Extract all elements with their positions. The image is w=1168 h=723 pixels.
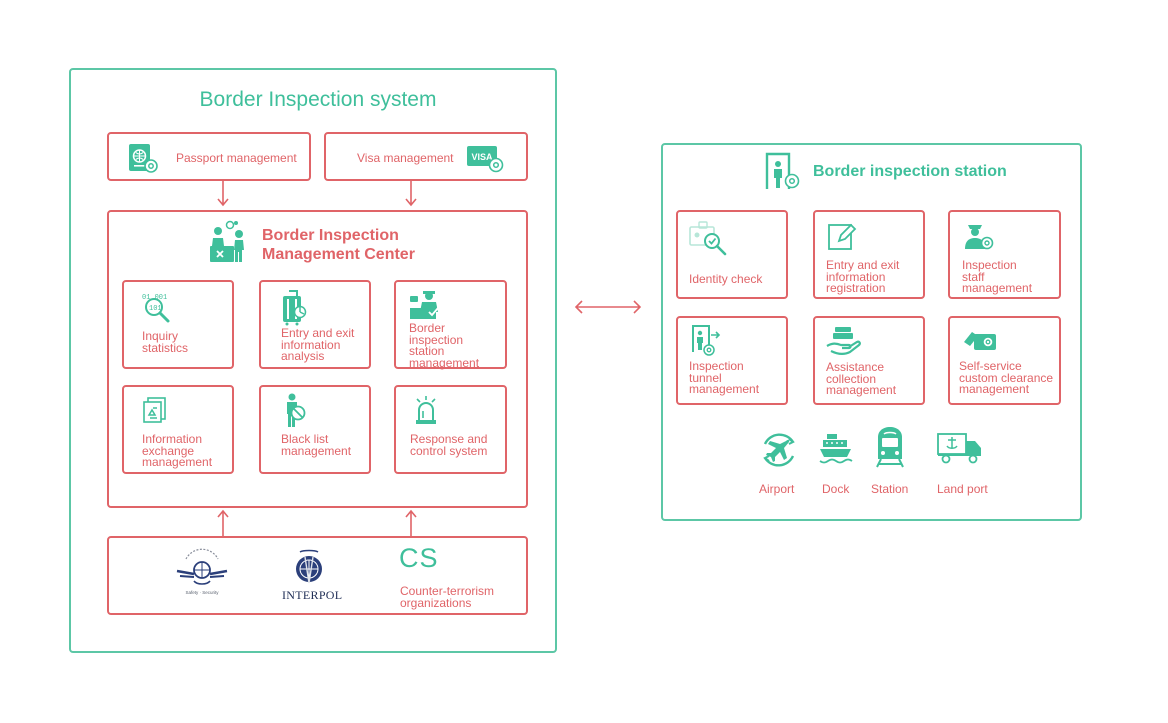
passport-gear-icon (127, 143, 159, 175)
port-label-dock: Dock (822, 482, 850, 496)
center-module-inquiry-statistics[interactable]: 01 001 101 Inquiry statistics (122, 280, 234, 369)
hand-collection-icon (826, 326, 862, 356)
icao-caption: Safety · Security (185, 590, 219, 595)
port-label-station: Station (871, 482, 909, 496)
svg-text:101: 101 (149, 305, 162, 313)
station-module-identity-check[interactable]: Identity check (676, 210, 788, 299)
station-module-assistance-collection[interactable]: Assistance collection management (813, 316, 925, 405)
id-check-icon (689, 221, 727, 256)
recycle-document-icon (142, 397, 168, 423)
center-module-label: Entry and exit information analysis (281, 326, 355, 363)
station-module-self-service-clearance[interactable]: Self-service custom clearance management (948, 316, 1061, 405)
counter-terrorism-label: Counter-terrorism organizations (400, 584, 495, 610)
luggage-icon (281, 290, 307, 326)
station-module-label: Inspection tunnel management (689, 359, 760, 396)
center-module-label: Black list management (281, 432, 352, 458)
officers-counter-icon (207, 220, 249, 265)
system-title: Border Inspection system (199, 88, 437, 111)
passport-management-label: Passport management (176, 151, 297, 165)
station-module-label: Identity check (689, 272, 763, 286)
border-inspection-station-panel (661, 143, 1082, 521)
management-center-title-line2: Management Center (262, 246, 415, 263)
blocked-person-icon (283, 393, 307, 429)
station-module-tunnel-management[interactable]: Inspection tunnel management (676, 316, 788, 405)
visa-card-gear-icon: VISA (466, 145, 504, 173)
binary-magnifier-icon: 01 001 101 (142, 292, 174, 323)
visa-badge-text: VISA (471, 152, 493, 162)
inspection-gate-icon (765, 151, 803, 191)
center-module-label: Border inspection station management (409, 321, 480, 370)
station-module-label: Self-service custom clearance management (959, 359, 1054, 396)
management-center-title-line1: Border Inspection (262, 227, 399, 244)
icao-emblem-icon: Safety · Security (176, 548, 228, 597)
edit-document-icon (828, 221, 857, 251)
interpol-label: INTERPOL (282, 588, 343, 602)
station-module-staff-management[interactable]: Inspection staff management (948, 210, 1061, 299)
center-module-label: Response and control system (410, 432, 488, 458)
station-module-label: Inspection staff management (962, 258, 1033, 295)
passport-management-box[interactable]: Passport management (107, 132, 311, 181)
management-center-title: Border Inspection Management Center (262, 226, 482, 264)
train-icon (873, 425, 907, 469)
center-module-response-control[interactable]: Response and control system (394, 385, 507, 474)
tunnel-gate-icon (691, 324, 721, 356)
staff-gear-icon (962, 221, 994, 251)
station-title: Border inspection station (813, 163, 1007, 180)
center-module-station-management[interactable]: Border inspection station management (394, 280, 507, 369)
station-module-label: Entry and exit information registration (826, 258, 900, 295)
svg-text:01 001: 01 001 (142, 294, 167, 302)
officer-desk-icon (409, 290, 441, 320)
self-service-icon (962, 326, 1000, 354)
visa-management-label: Visa management (357, 151, 454, 165)
ship-icon (818, 431, 854, 467)
center-module-black-list[interactable]: Black list management (259, 385, 371, 474)
station-module-label: Assistance collection management (826, 360, 897, 397)
truck-icon (937, 432, 983, 464)
cs-mark: CS (399, 543, 439, 573)
center-module-entry-exit-analysis[interactable]: Entry and exit information analysis (259, 280, 371, 369)
port-label-airport: Airport (759, 482, 795, 496)
visa-management-box[interactable]: Visa management VISA (324, 132, 528, 181)
airplane-icon (759, 430, 799, 470)
station-module-entry-exit-registration[interactable]: Entry and exit information registration (813, 210, 925, 299)
alarm-light-icon (414, 395, 438, 425)
center-module-label: Inquiry statistics (142, 329, 189, 355)
interpol-emblem-icon (294, 548, 324, 586)
port-label-land-port: Land port (937, 482, 988, 496)
center-module-information-exchange[interactable]: Information exchange management (122, 385, 234, 474)
border-inspection-system-panel (69, 68, 557, 653)
center-module-label: Information exchange management (142, 432, 213, 469)
bidirectional-arrow-system-station (574, 300, 642, 314)
